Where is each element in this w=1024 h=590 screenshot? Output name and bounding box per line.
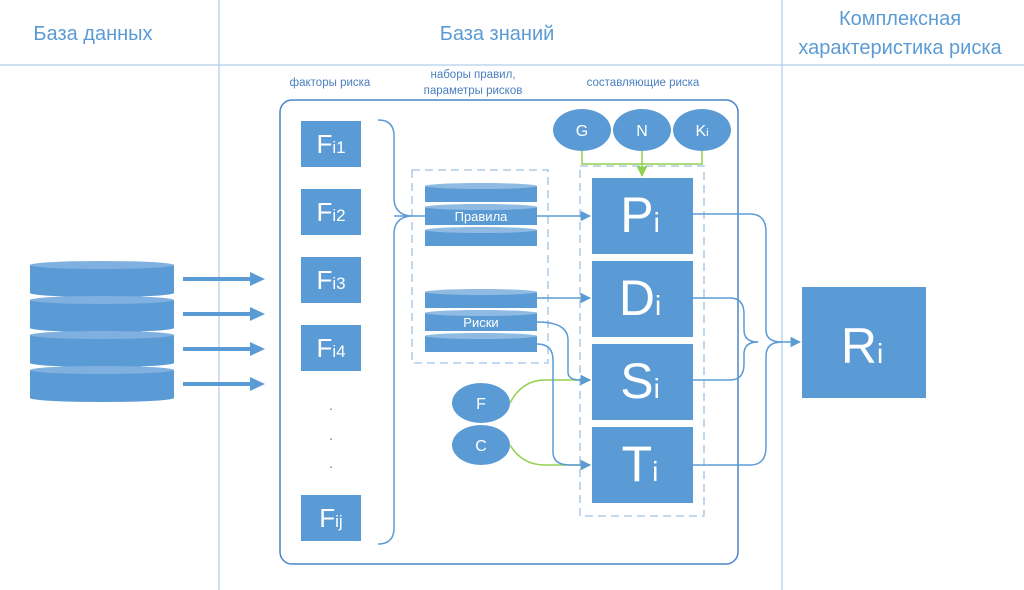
ellipsis-dot: . [329, 427, 333, 443]
subheader-risk-factors: факторы риска [290, 77, 371, 89]
svg-text:Fij: Fij [319, 503, 342, 533]
param-ellipse: F [452, 383, 510, 423]
svg-text:G: G [576, 123, 588, 140]
header-complex-line2: характеристика риска [798, 37, 1002, 59]
risks-label: Риски [463, 315, 498, 330]
result-box: Ri [802, 287, 926, 398]
param-ellipse: N [613, 109, 671, 151]
risk-components-group [579, 165, 705, 517]
header-knowledge-base: База знаний [440, 23, 555, 45]
svg-text:Fi1: Fi1 [316, 129, 345, 159]
factor-box: Fi3 [301, 257, 361, 303]
rules-cylinder-stack [425, 183, 537, 246]
green-connectors [509, 151, 703, 471]
blue-connectors [394, 210, 802, 471]
risks-cylinder-stack [425, 289, 537, 352]
factor-box: Fi1 [301, 121, 361, 167]
svg-text:Ki: Ki [695, 123, 708, 140]
param-ellipse: Ki [673, 109, 731, 151]
svg-text:F: F [476, 396, 486, 413]
rules-label: Правила [455, 209, 509, 224]
svg-text:Fi2: Fi2 [316, 197, 345, 227]
database-arrows [183, 272, 265, 391]
header-complex-line1: Комплексная [839, 8, 961, 30]
subheader-risk-components: составляющие риска [587, 77, 700, 89]
svg-text:Si: Si [620, 353, 660, 409]
svg-text:C: C [475, 438, 487, 455]
factors-brace [377, 119, 411, 545]
param-ellipse: C [452, 425, 510, 465]
svg-text:Fi4: Fi4 [316, 333, 345, 363]
svg-text:Di: Di [619, 270, 661, 326]
svg-text:Pi: Pi [620, 187, 660, 243]
svg-text:N: N [636, 123, 648, 140]
factor-box: Fi4 [301, 325, 361, 371]
component-box: Di [592, 261, 693, 337]
rule-sets-group [411, 169, 549, 364]
param-ellipse: G [553, 109, 611, 151]
header-database: База данных [33, 23, 152, 45]
svg-text:Ri: Ri [841, 318, 883, 374]
factor-box: Fi2 [301, 189, 361, 235]
component-box: Si [592, 344, 693, 420]
svg-text:Ti: Ti [622, 436, 659, 492]
subheader-rule-sets-line1: наборы правил, [430, 69, 515, 81]
component-box: Ti [592, 427, 693, 503]
factor-box: Fij [301, 495, 361, 541]
knowledge-base-container [279, 99, 739, 565]
ellipsis-dot: . [329, 397, 333, 413]
subheader-rule-sets-line2: параметры рисков [424, 85, 523, 97]
ellipsis-dot: . [329, 455, 333, 471]
component-box: Pi [592, 178, 693, 254]
svg-text:Fi3: Fi3 [316, 265, 345, 295]
database-icon [30, 261, 174, 402]
